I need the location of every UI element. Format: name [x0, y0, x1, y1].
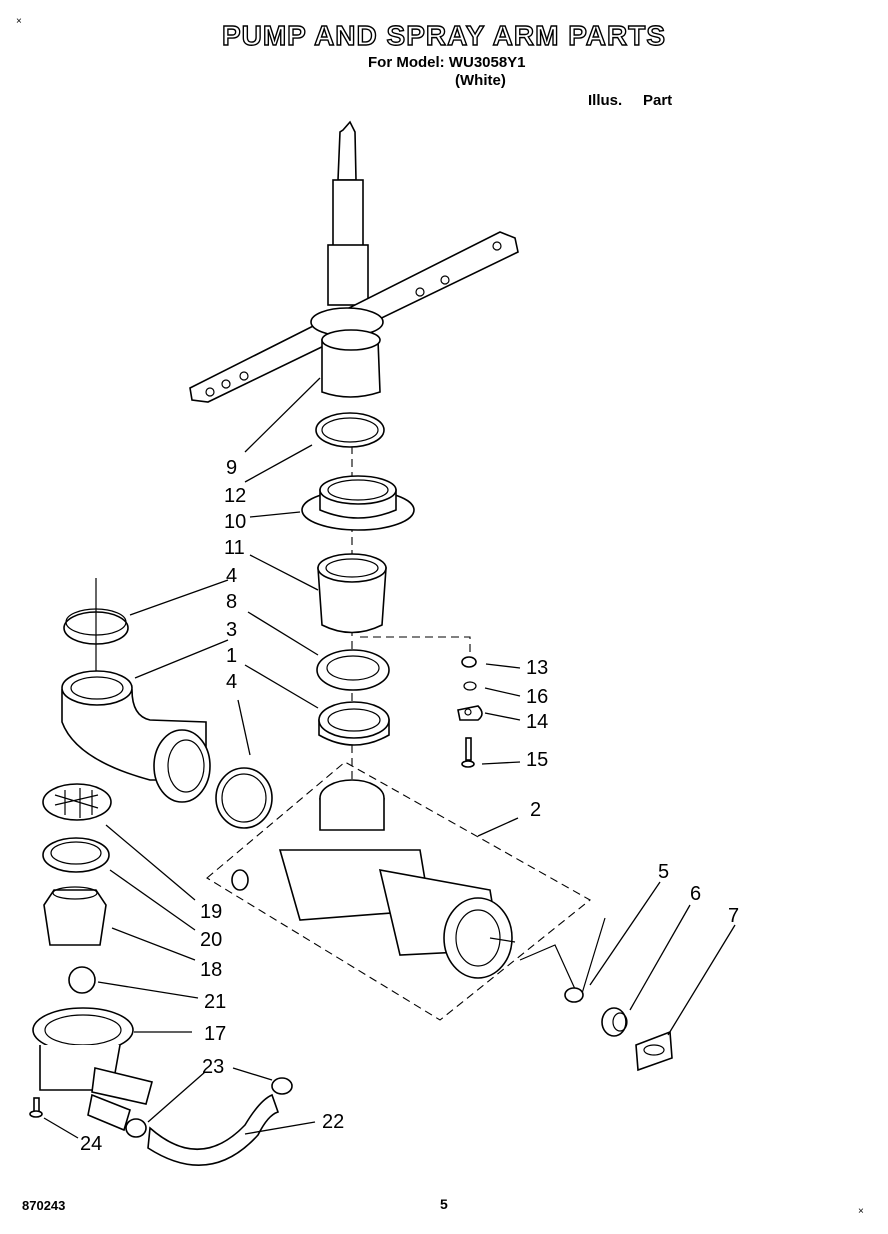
callout-11: 11 [224, 537, 245, 559]
callout-20: 20 [200, 929, 222, 951]
elbow-hose [61, 670, 211, 803]
screw-24 [29, 1097, 43, 1118]
column-header-part: Part [643, 92, 673, 109]
callout-22: 22 [322, 1111, 344, 1133]
callout-17: 17 [204, 1023, 226, 1045]
spray-arm-shaft [327, 120, 369, 306]
callout-4-upper: 4 [226, 565, 237, 587]
check-ball [68, 966, 96, 994]
filter-screen [42, 783, 112, 821]
hose-clamp-4-upper [63, 578, 129, 690]
leader-lines [43, 377, 736, 1139]
page-title: PUMP AND SPRAY ARM PARTS [221, 19, 667, 51]
callout-7: 7 [728, 905, 739, 927]
page-number: 5 [440, 1196, 448, 1212]
callout-21: 21 [204, 991, 226, 1013]
washer-16 [463, 681, 477, 691]
model-line: For Model: WU3058Y1 [368, 54, 526, 71]
seal-ring-8 [316, 649, 390, 691]
callout-4-lower: 4 [226, 671, 237, 693]
callout-24: 24 [80, 1133, 102, 1155]
seal-1 [318, 701, 390, 746]
spray-arm-hub [321, 329, 381, 398]
callout-9: 9 [226, 457, 237, 479]
callout-8: 8 [226, 591, 237, 613]
bearing [301, 475, 415, 531]
split-ring [315, 412, 385, 448]
callout-12: 12 [224, 485, 246, 507]
grommet [601, 1007, 628, 1037]
filter-cup [43, 886, 107, 946]
callout-19: 19 [200, 901, 222, 923]
hose-clamp-4-lower [215, 767, 273, 829]
bracket-14 [457, 705, 483, 721]
column-header-illus: Illus. [588, 92, 623, 109]
nut-13 [461, 656, 477, 668]
callout-3: 3 [226, 619, 237, 641]
spring-clip [519, 917, 606, 1003]
filter-gasket [42, 837, 110, 873]
callout-14: 14 [526, 711, 548, 733]
callout-10: 10 [224, 511, 246, 533]
document-number: 870243 [22, 1198, 66, 1213]
corner-mark-top-left: × [16, 16, 22, 27]
callout-15: 15 [526, 749, 548, 771]
corner-mark-bottom-right: × [858, 1206, 864, 1217]
pump-motor-assembly [231, 779, 516, 979]
drain-hose [147, 1093, 280, 1166]
model-color: (White) [455, 72, 506, 89]
callout-2: 2 [530, 799, 541, 821]
callout-16: 16 [526, 686, 548, 708]
hose-clamp-23 [125, 1077, 293, 1138]
callout-1: 1 [226, 645, 237, 667]
sump-housing [32, 1007, 153, 1132]
screw-15 [461, 737, 475, 768]
spray-arm [189, 231, 519, 403]
callout-23: 23 [202, 1056, 224, 1078]
nozzle-cup [317, 553, 387, 634]
cover-plate [635, 1030, 673, 1072]
callout-13: 13 [526, 657, 548, 679]
callout-5: 5 [658, 861, 669, 883]
callout-6: 6 [690, 883, 701, 905]
callout-18: 18 [200, 959, 222, 981]
